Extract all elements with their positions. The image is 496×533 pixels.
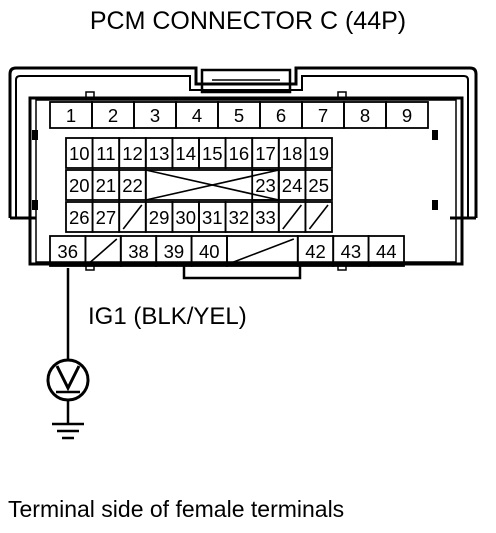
terminal-label: 14	[175, 143, 196, 164]
terminal-label: 24	[282, 175, 303, 196]
terminal-label: 22	[122, 175, 143, 196]
terminal-label: 16	[229, 143, 250, 164]
terminal-label: 1	[66, 105, 76, 126]
terminal-label: 30	[175, 207, 196, 228]
terminal-label: 21	[96, 175, 117, 196]
ground-icon	[52, 422, 84, 440]
empty-cavity	[304, 201, 333, 233]
empty-cavity-slash	[88, 238, 118, 264]
terminal-label: 29	[149, 207, 170, 228]
terminal-label: 43	[341, 241, 362, 262]
terminal-label: 4	[192, 105, 202, 126]
terminal-label: 42	[305, 241, 326, 262]
terminal-cell	[304, 137, 333, 169]
terminal-label: 17	[255, 143, 276, 164]
terminal-label: 11	[96, 143, 115, 164]
diagram-caption: Terminal side of female terminals	[8, 496, 344, 522]
terminal-label: 31	[202, 207, 223, 228]
connector-housing	[28, 91, 464, 280]
empty-cavity-slash	[282, 204, 303, 230]
terminal-label: 27	[96, 207, 117, 228]
empty-cavity-slash	[308, 204, 329, 230]
terminal-cell	[385, 101, 429, 129]
connector-latch	[200, 68, 292, 94]
empty-cavity-slash	[230, 238, 295, 264]
terminal-label: 18	[282, 143, 303, 164]
terminal-label: 3	[150, 105, 160, 126]
terminal-label: 20	[69, 175, 90, 196]
terminal-label: 5	[234, 105, 244, 126]
terminal-label: 15	[202, 143, 223, 164]
terminal-label: 10	[69, 143, 90, 164]
terminal-label: 13	[149, 143, 170, 164]
terminal-label: 9	[402, 105, 412, 126]
terminal-label: 6	[276, 105, 286, 126]
voltmeter-icon	[46, 358, 90, 402]
terminal-label: 19	[308, 143, 329, 164]
terminal-label: 25	[308, 175, 329, 196]
terminal-label: 26	[69, 207, 90, 228]
terminal-cell	[304, 169, 333, 201]
terminal-label: 44	[376, 241, 397, 262]
terminal-label: 23	[255, 175, 276, 196]
connector-side-tabs	[32, 130, 438, 210]
empty-cavity-slash	[122, 204, 143, 230]
terminal-label: 38	[128, 241, 149, 262]
terminal-label: 32	[229, 207, 250, 228]
terminal-label: 2	[108, 105, 118, 126]
terminal-label: 36	[57, 241, 78, 262]
connector-shell	[8, 66, 478, 220]
terminal-label: 12	[122, 143, 143, 164]
blocked-cavity-cross	[145, 169, 279, 201]
diagram-title: PCM CONNECTOR C (44P)	[90, 7, 406, 35]
terminal-label: 7	[318, 105, 328, 126]
terminal-label: 33	[255, 207, 276, 228]
wire-label: IG1 (BLK/YEL)	[88, 303, 247, 330]
terminal-cell	[367, 235, 405, 267]
terminal-label: 39	[164, 241, 185, 262]
terminal-label: 8	[360, 105, 370, 126]
terminal-label: 40	[199, 241, 220, 262]
